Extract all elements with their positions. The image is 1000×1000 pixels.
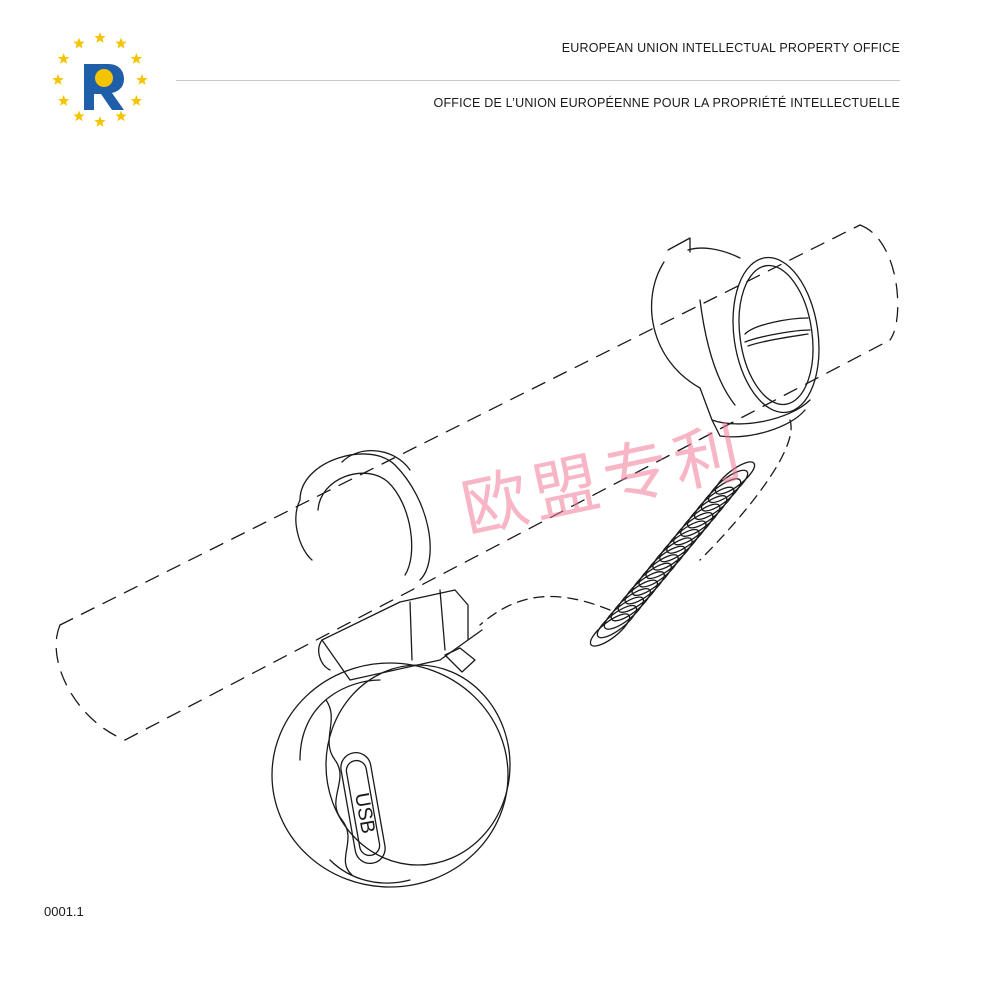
logo-star: [130, 95, 143, 106]
figure-number: 0001.1: [44, 904, 84, 919]
euipo-logo-icon: [52, 32, 148, 127]
cable-dashed-lower: [479, 595, 611, 626]
logo-star: [94, 116, 106, 127]
usb-label: USB: [350, 791, 379, 835]
logo-star: [115, 37, 127, 49]
coiled-cable: [589, 461, 756, 647]
coil-loop: [707, 469, 749, 504]
logo-star: [115, 110, 127, 122]
logo-star: [73, 37, 85, 49]
coil-loop: [714, 461, 756, 495]
logo-star: [130, 53, 143, 64]
office-name-english: EUROPEAN UNION INTELLECTUAL PROPERTY OFF…: [561, 41, 900, 55]
logo-star: [52, 74, 64, 85]
remote-button-housing: [651, 237, 820, 438]
handlebar-dashed-outline: [55, 224, 899, 741]
logo-star: [73, 110, 85, 122]
logo-star: [57, 95, 70, 106]
cable-dashed: [699, 419, 792, 561]
logo-star: [136, 74, 148, 85]
office-name-french: OFFICE DE L’UNION EUROPÉENNE POUR LA PRO…: [433, 96, 900, 110]
logo-star: [57, 53, 70, 64]
logo-star: [94, 32, 106, 43]
mounting-strap: [295, 450, 431, 581]
usb-charger-unit: [271, 629, 511, 888]
header-divider: [176, 80, 900, 81]
clamp-base: [318, 589, 469, 681]
